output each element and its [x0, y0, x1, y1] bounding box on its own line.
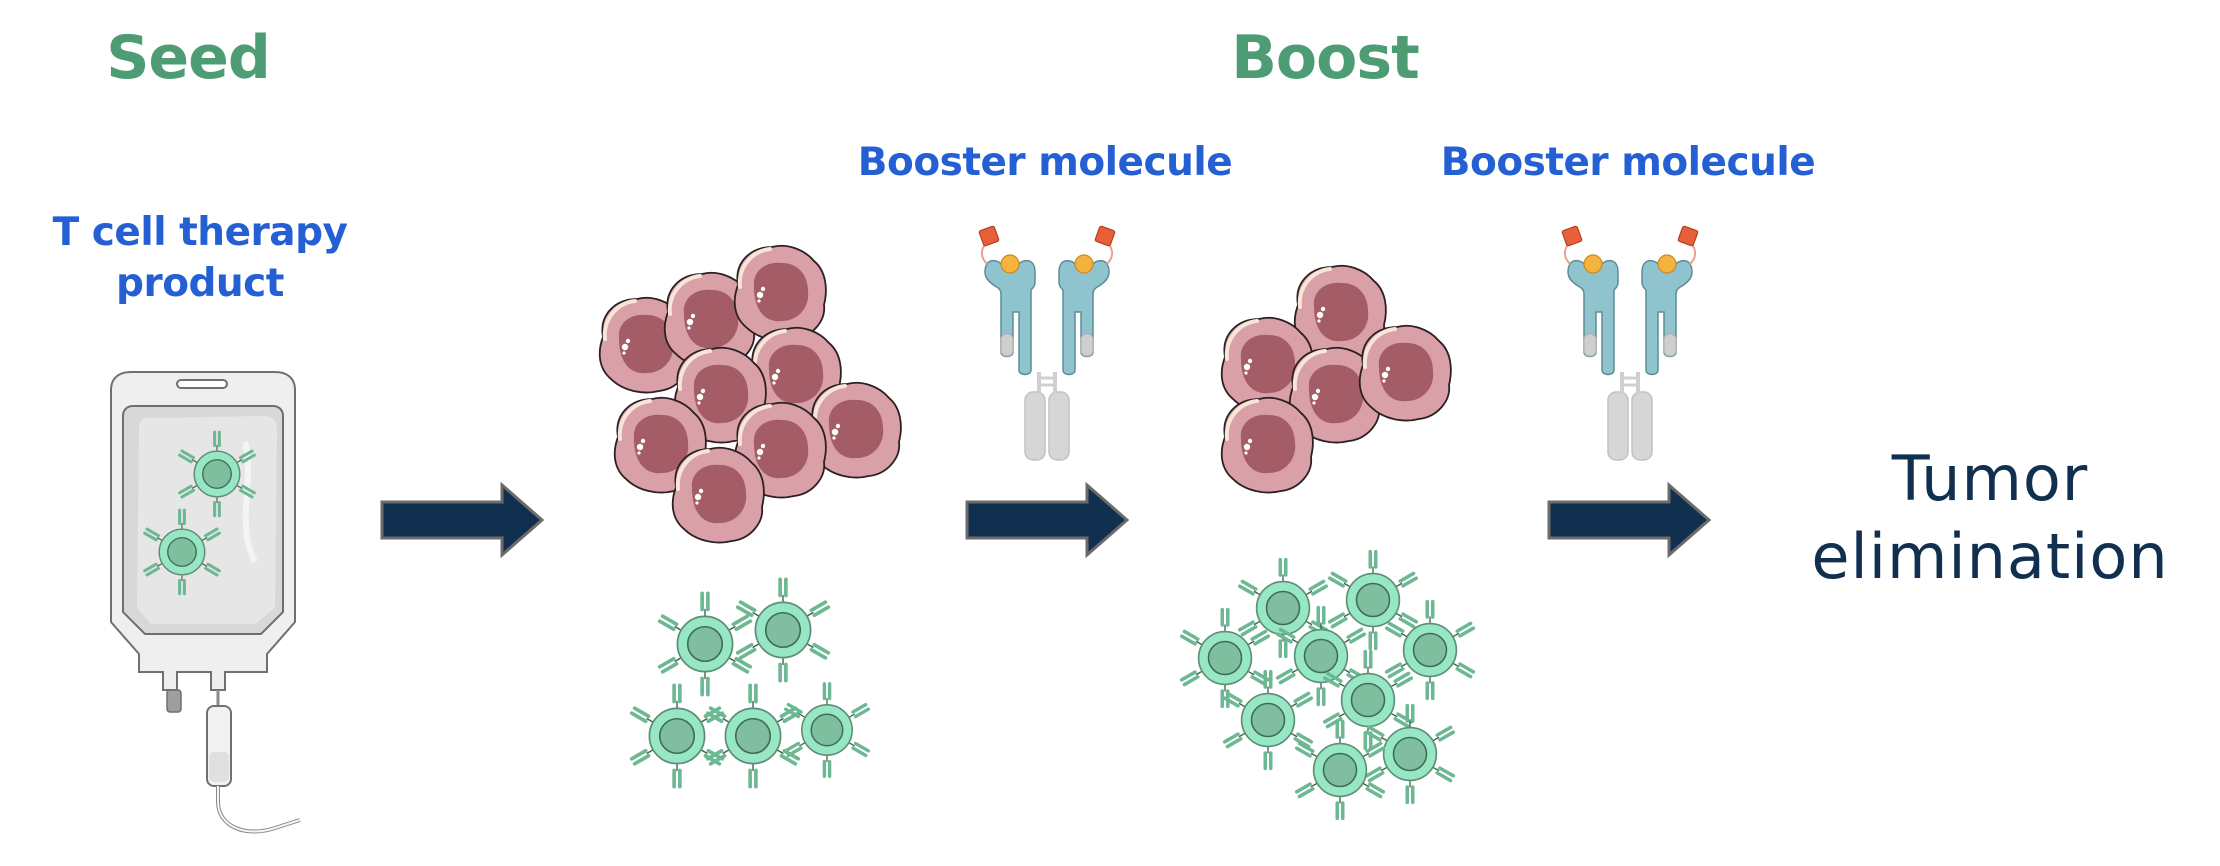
t-cell-therapy-label-line1: T cell therapy — [52, 210, 348, 255]
t-cell-therapy-label-line2: product — [116, 260, 284, 306]
booster-molecule-label-1: Booster molecule — [857, 140, 1233, 185]
tumor-cluster-1 — [597, 243, 903, 545]
booster-molecule-label-2: Booster molecule — [1440, 140, 1816, 185]
iv-bag-icon — [110, 371, 301, 834]
arrow-right-icon-1 — [380, 481, 545, 559]
booster-antibody-icon-2 — [1545, 222, 1715, 462]
t-cell-cluster-2 — [1168, 548, 1488, 838]
tumor-cluster-2 — [1219, 263, 1453, 495]
tumor-elimination-line2: elimination — [1811, 519, 2169, 593]
boost-title: Boost — [1231, 23, 1420, 93]
tumor-elimination-line1: Tumor — [1891, 442, 2089, 515]
tumor-cell-icon — [732, 243, 828, 343]
t-cell-icon — [1225, 672, 1312, 769]
tumor-cell-icon — [1357, 323, 1453, 423]
t-cell-cluster-1 — [615, 578, 895, 788]
arrow-right-icon-3 — [1547, 481, 1712, 559]
arrow-right-icon-2 — [965, 481, 1130, 559]
t-cell-icon — [786, 684, 869, 776]
tumor-elimination-label: Tumor elimination — [1780, 440, 2200, 595]
booster-antibody-icon-1 — [962, 222, 1132, 462]
t-cell-icon — [632, 685, 723, 786]
tumor-cell-icon — [670, 445, 766, 545]
t-cell-therapy-label: T cell therapy product — [20, 208, 380, 309]
tumor-cell-icon — [1219, 395, 1315, 495]
seed-title: Seed — [106, 23, 271, 93]
t-cell-icon — [708, 685, 799, 786]
